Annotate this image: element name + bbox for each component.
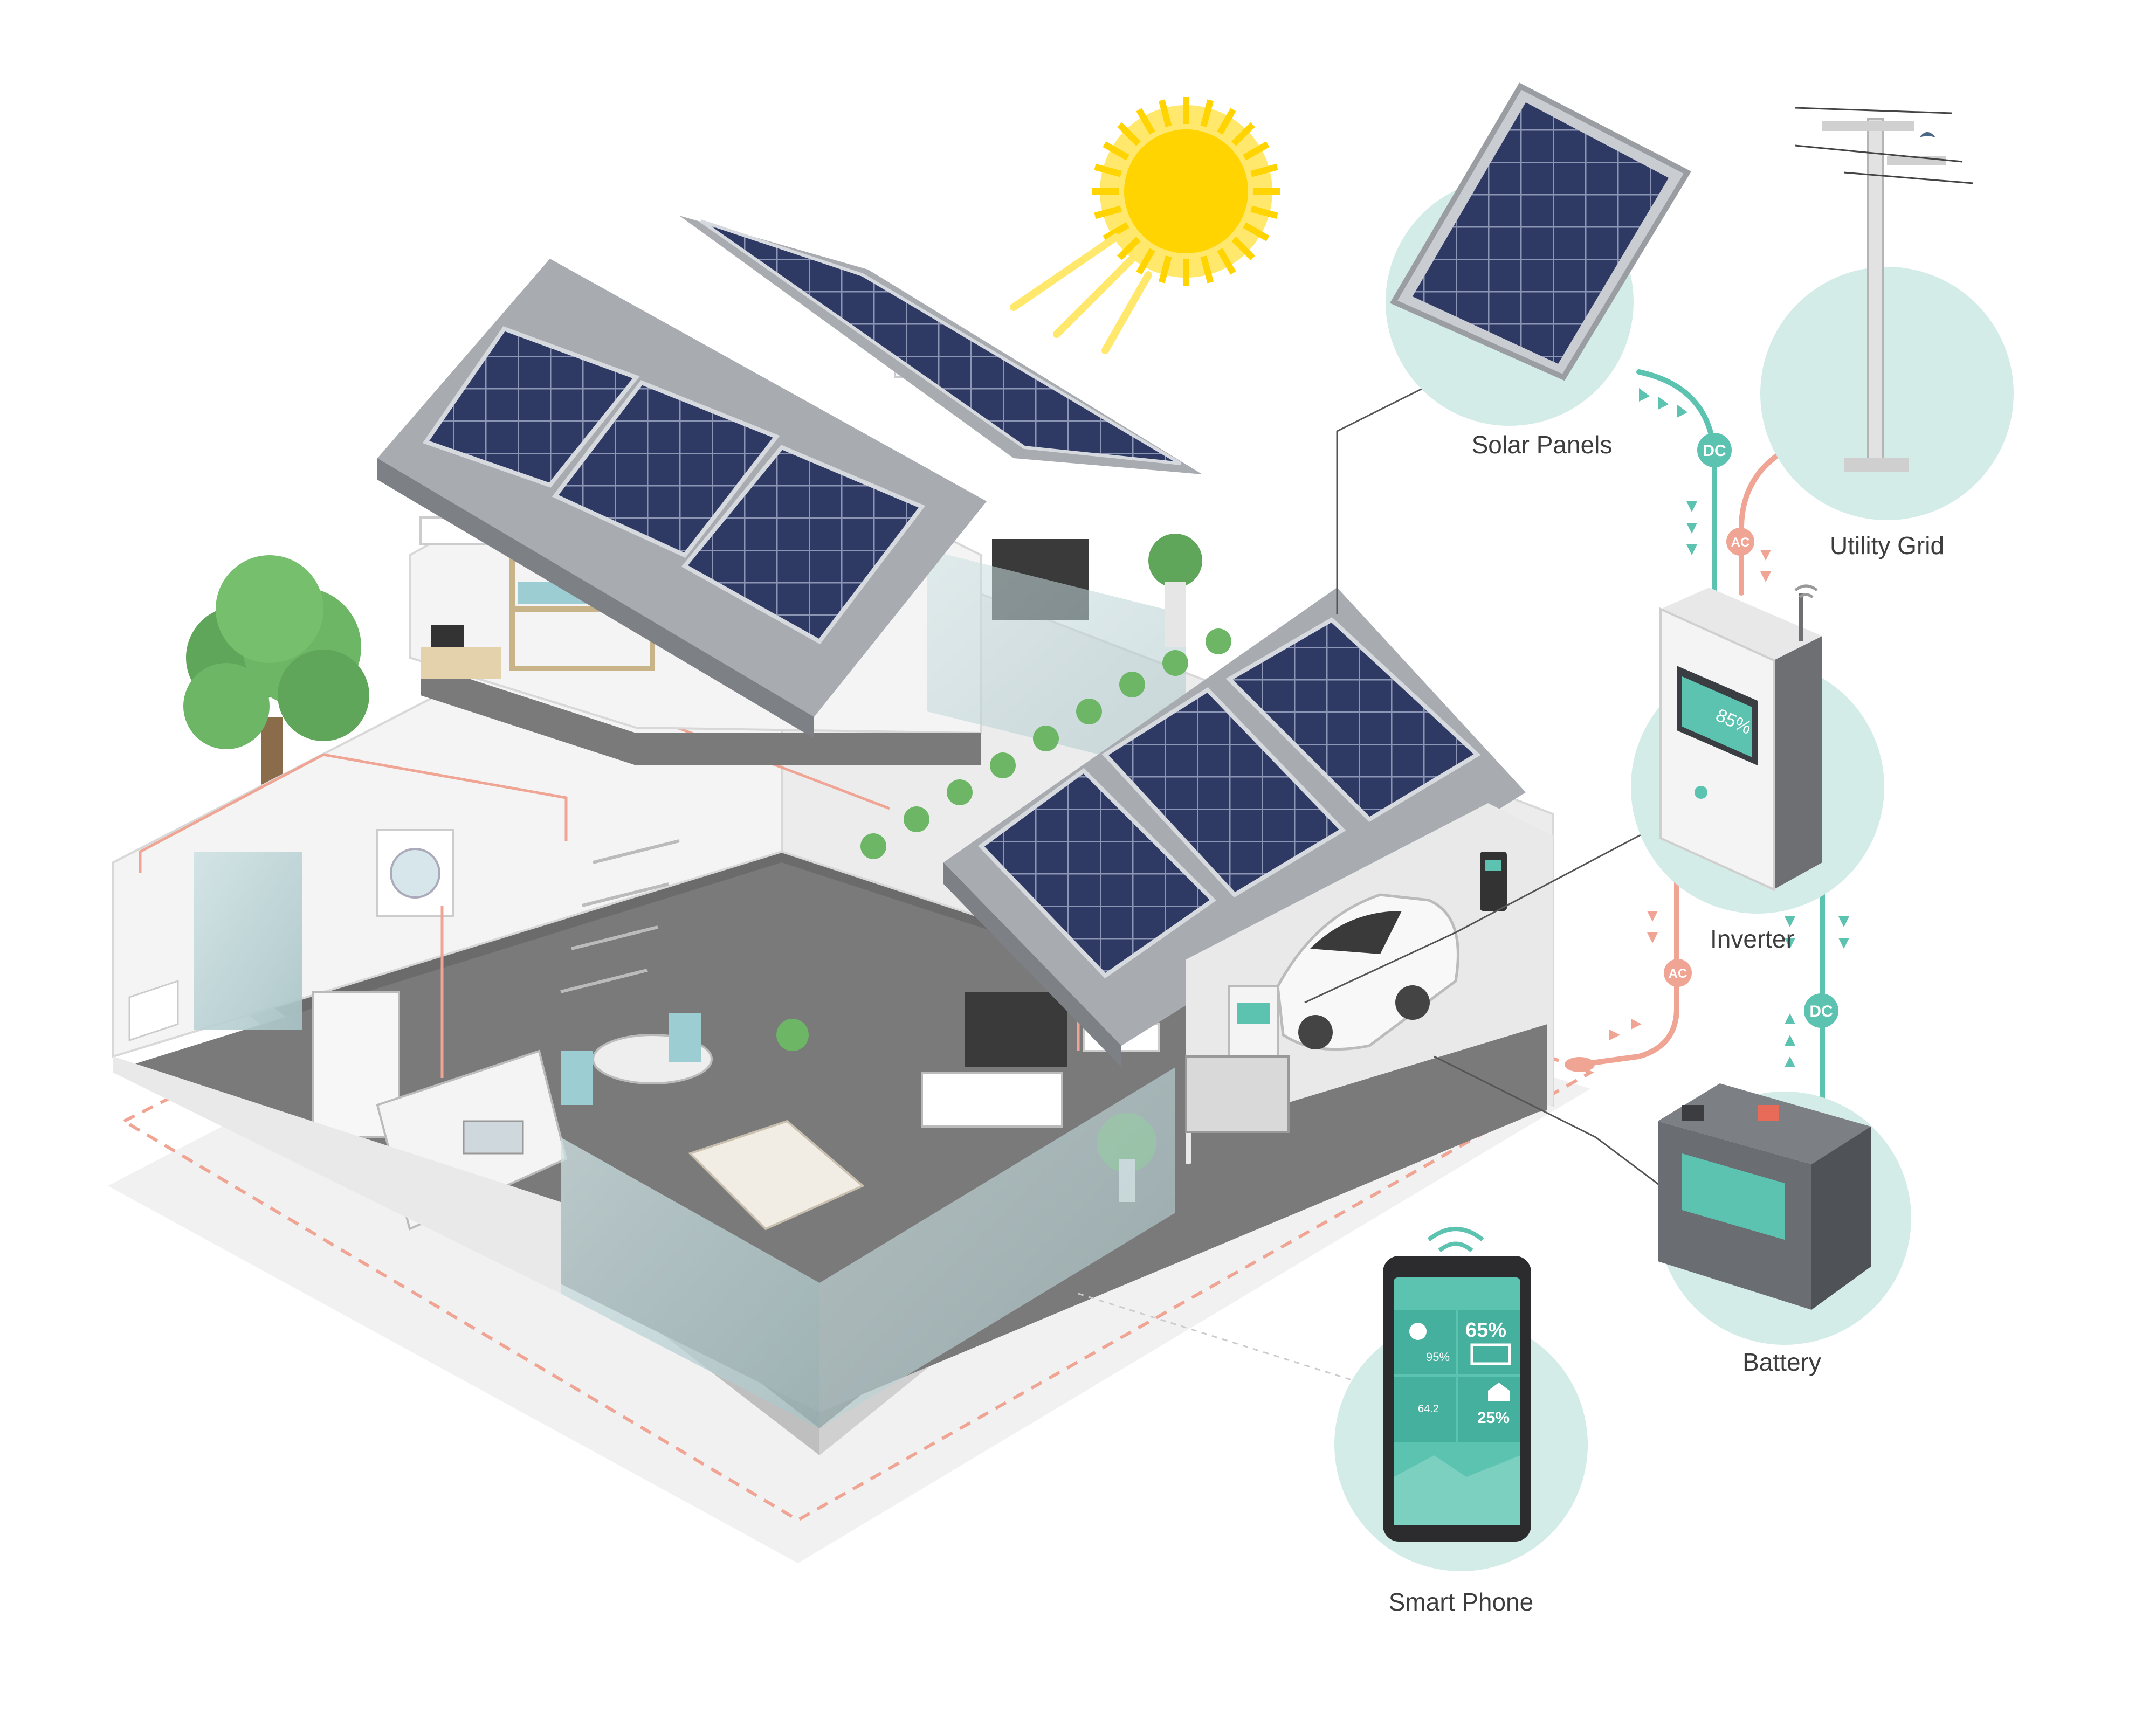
sun-ray: [1250, 163, 1278, 177]
inverter-icon: 85%: [1659, 588, 1822, 892]
sun-ray: [1231, 237, 1255, 260]
inverter-label: Inverter: [1710, 925, 1794, 953]
ac-badge-grid-label: AC: [1731, 535, 1750, 550]
callout-lines: [1304, 376, 1661, 1187]
sun-ray: [1250, 205, 1278, 219]
sun-ray: [1158, 255, 1172, 284]
sun-ray: [1094, 205, 1122, 219]
solar-panels-label: Solar Panels: [1471, 431, 1613, 459]
solar-panel-roof-back: [700, 219, 1182, 465]
smart-phone-icon: 95% 65% 64.2 25%: [1383, 1227, 1531, 1542]
sun-ray: [1200, 255, 1214, 284]
sun-ray: [1243, 141, 1270, 161]
solar-panel-roof-4: [977, 768, 1217, 979]
ac-line-inverter-house: [1577, 860, 1679, 1067]
sun-ray: [1217, 248, 1236, 275]
sun-ray: [1243, 222, 1270, 241]
sun-ray: [1217, 108, 1236, 135]
solar-panel-icon: [1389, 82, 1692, 381]
sun-ray: [1117, 122, 1141, 146]
ac-badge-grid: AC: [1726, 528, 1754, 556]
battery-icon: [1658, 1083, 1871, 1310]
utility-pole-icon: [1795, 107, 1974, 472]
ac-line-grid-inverter: [1739, 445, 1793, 596]
tree-icon: [183, 555, 369, 814]
phone-battery-icon: [1470, 1343, 1511, 1365]
phone-solar-value: 95%: [1426, 1350, 1450, 1364]
sun-ray: [1103, 222, 1129, 241]
sun-icon: [1010, 97, 1280, 354]
dc-badge-battery: DC: [1804, 993, 1838, 1028]
sun-ray: [1094, 163, 1122, 177]
phone-sun-icon: [1409, 1323, 1427, 1340]
ac-badge-house: AC: [1664, 959, 1692, 987]
solar-panel-roof-1: [422, 326, 640, 488]
phone-home-icon: [1488, 1383, 1510, 1401]
solar-panel-roof-3: [681, 445, 926, 645]
ac-badge-house-label: AC: [1669, 966, 1687, 981]
sun-ray: [1200, 99, 1214, 127]
sun-ray: [1136, 108, 1155, 135]
sun-ray: [1158, 99, 1172, 127]
solar-panel-roof-5: [1101, 687, 1346, 898]
utility-grid-circle: [1760, 267, 2014, 520]
roof-back: [679, 216, 1202, 474]
bird-icon: [1919, 132, 1935, 137]
flow-arrows: [1609, 388, 1849, 1067]
dc-badge-battery-label: DC: [1809, 1003, 1833, 1020]
utility-grid-label: Utility Grid: [1829, 531, 1945, 559]
sun-ray: [1136, 248, 1155, 275]
ac-house-junction: [1565, 1057, 1595, 1072]
solar-panel-roof-2: [552, 380, 780, 558]
solar-panel-roof-6: [1225, 617, 1481, 823]
dc-badge-top: DC: [1697, 433, 1732, 467]
phone-meter-value: 64.2: [1418, 1403, 1439, 1415]
garage: [1185, 803, 1553, 1175]
roof-main: [377, 259, 987, 738]
roof-garage: [860, 588, 1526, 1067]
electric-car-icon: [1276, 893, 1459, 1051]
dc-badge-top-label: DC: [1703, 442, 1726, 460]
phone-battery-value: 65%: [1465, 1319, 1506, 1342]
smart-phone-label: Smart Phone: [1388, 1588, 1534, 1616]
sun-ray: [1103, 141, 1129, 161]
wifi-icon: [1427, 1227, 1484, 1253]
sun-ray: [1117, 237, 1141, 260]
battery-label: Battery: [1742, 1348, 1821, 1376]
inverter-wifi-icon: [1794, 584, 1818, 599]
dashed-perimeter: [120, 774, 1595, 1522]
sun-ray: [1231, 122, 1255, 146]
phone-home-value: 25%: [1477, 1409, 1510, 1427]
